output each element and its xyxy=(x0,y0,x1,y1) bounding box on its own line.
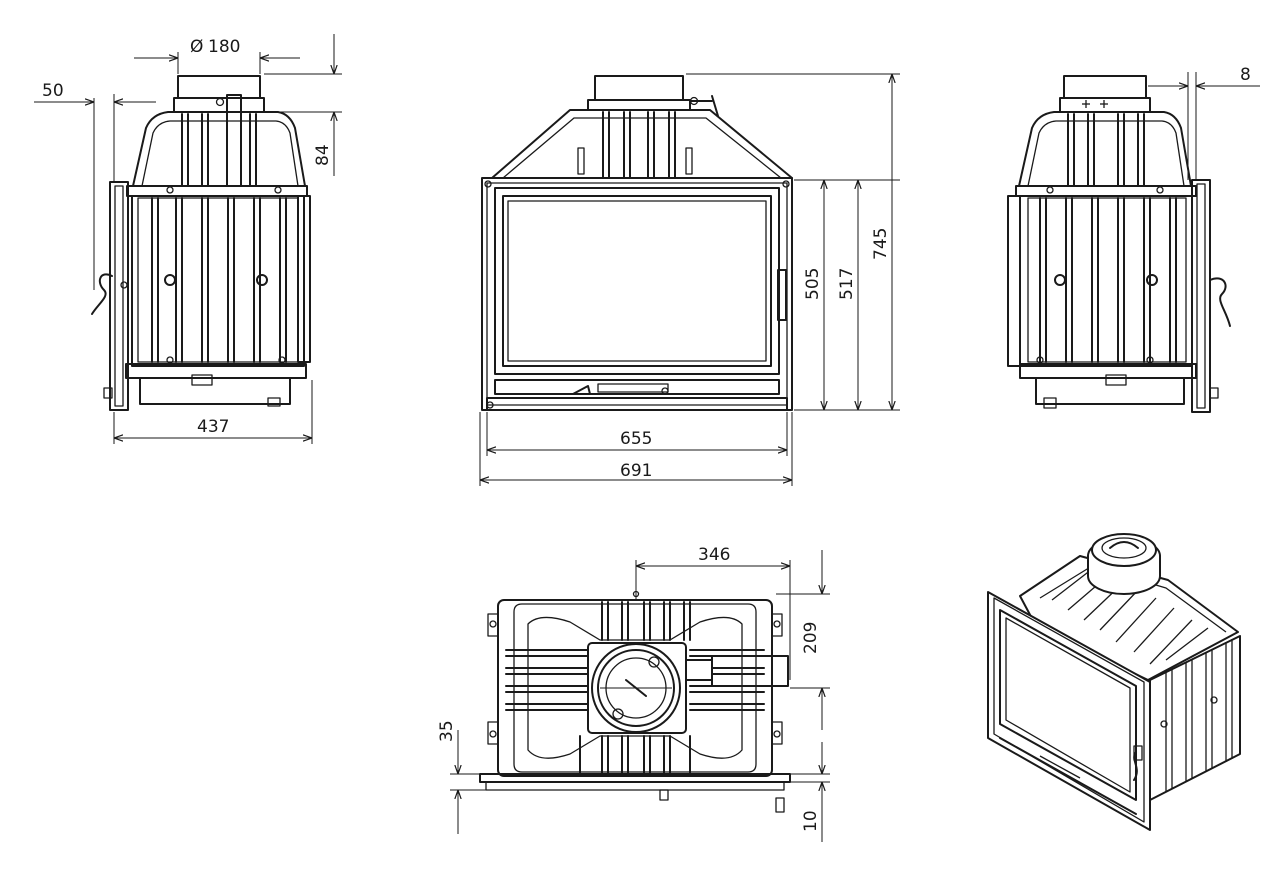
top-ribs-horizontal xyxy=(505,649,765,711)
front-hood-ribs xyxy=(602,111,676,179)
dim-top-10: 10 xyxy=(801,810,821,832)
body-ribs xyxy=(151,197,287,363)
dim-flue-diameter: 180 xyxy=(208,37,240,57)
dim-top-35: 35 xyxy=(437,720,457,742)
door-handle-icon xyxy=(91,273,113,315)
side-view-left xyxy=(91,75,311,411)
top-view xyxy=(479,590,791,813)
isometric-view xyxy=(987,533,1241,831)
iso-side-ribs xyxy=(1165,639,1233,792)
side-view-right xyxy=(1007,75,1231,413)
dim-height-84: 84 xyxy=(313,144,333,166)
dim-height-505: 505 xyxy=(803,268,823,300)
right-body-ribs xyxy=(1039,197,1177,363)
dim-height-745: 745 xyxy=(871,228,891,260)
dim-inner-width-655: 655 xyxy=(620,429,652,449)
right-door-handle-icon xyxy=(1209,277,1231,327)
top-ribs-lower xyxy=(579,735,691,775)
dim-offset-50: 50 xyxy=(42,81,64,101)
dim-offset-8: 8 xyxy=(1240,65,1251,85)
iso-door-handle-icon xyxy=(1133,751,1138,781)
dim-flue-diameter-symbol: Ø xyxy=(190,37,203,57)
dim-top-209: 209 xyxy=(801,622,821,654)
front-view xyxy=(481,75,793,411)
right-hood-ribs xyxy=(1067,113,1145,187)
top-ribs-upper xyxy=(601,601,691,641)
dimension-labels: Ø 180 50 84 437 655 691 505 517 745 8 34… xyxy=(42,37,1251,832)
dim-top-346: 346 xyxy=(698,545,730,565)
dim-depth-437: 437 xyxy=(197,417,229,437)
dim-height-517: 517 xyxy=(837,268,857,300)
dim-outer-width-691: 691 xyxy=(620,461,652,481)
hood-ribs xyxy=(181,113,257,187)
dimension-lines xyxy=(34,34,1260,842)
